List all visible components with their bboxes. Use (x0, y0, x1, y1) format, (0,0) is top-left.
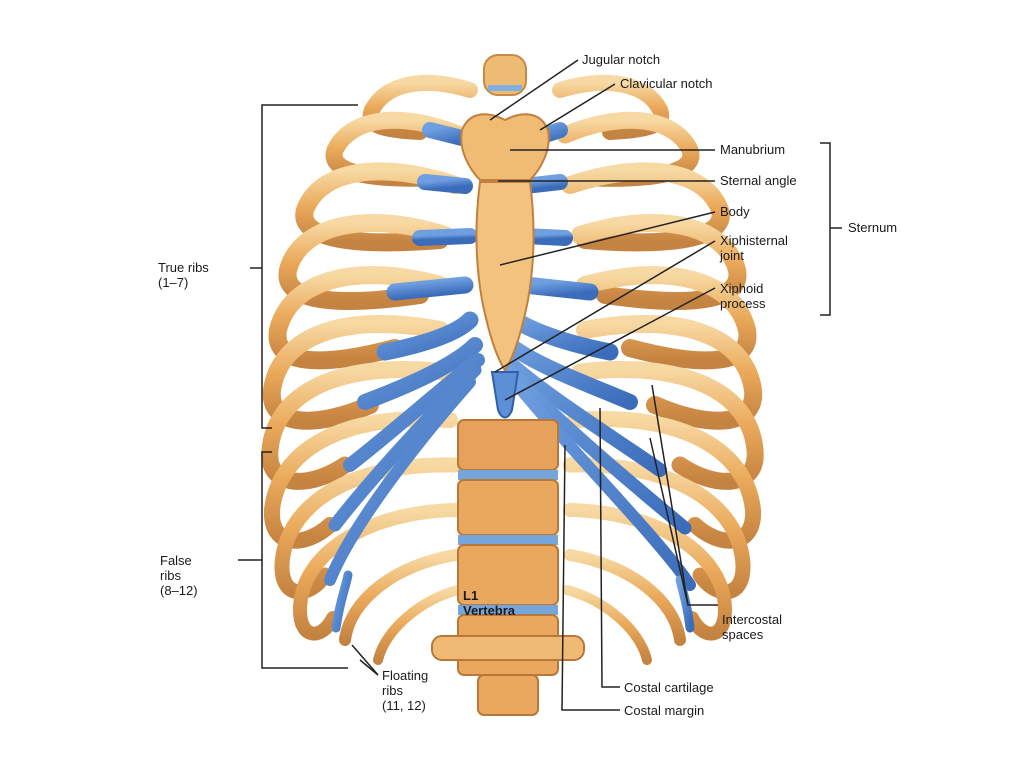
rib-8-right (567, 411, 762, 549)
cartilage-7-left (357, 337, 483, 410)
rib-5-left (268, 266, 449, 370)
rib-3-right (561, 162, 730, 252)
sternum (460, 113, 550, 419)
leader-xiphisternal-joint (494, 240, 716, 373)
leader-floating-ribs (351, 644, 379, 676)
ribs (261, 75, 764, 665)
leader-clavicular-notch (539, 83, 616, 131)
cartilage-5-right (516, 276, 599, 301)
rib-7-left (261, 361, 454, 490)
cartilage-11-left (331, 570, 353, 633)
rib-11-right (564, 549, 686, 646)
label-intercostal-spaces: Intercostal spaces (722, 612, 782, 642)
label-costal-margin: Costal margin (624, 703, 705, 718)
sternum-body (475, 181, 535, 372)
rib-5-right (576, 266, 757, 370)
leader-intercostal-2 (649, 437, 689, 606)
cartilage-11-right (675, 575, 695, 633)
true-ribs-bracket (261, 104, 358, 429)
cartilage-4-left (412, 228, 478, 246)
label-sternal-angle: Sternal angle (720, 173, 797, 188)
label-floating-ribs: Floating ribs (11, 12) (382, 668, 429, 713)
label-jugular-notch: Jugular notch (582, 52, 661, 67)
label-body: Body (720, 204, 750, 219)
rib-11-left (339, 549, 461, 646)
cartilage-7-right (502, 337, 638, 410)
label-xiphoid-process: Xiphoid process (720, 281, 766, 311)
xiphoid (490, 371, 520, 419)
manubrium (460, 113, 550, 181)
rib-6-right (576, 315, 763, 430)
rib-4-left (278, 213, 454, 310)
label-sternum: Sternum (848, 220, 898, 235)
rib-12-right (562, 585, 652, 665)
label-xiphisternal-joint: Xiphisternal joint (720, 233, 788, 263)
leader-costal-cartilage (599, 407, 620, 688)
label-false-ribs: False ribs (8–12) (160, 553, 198, 598)
rib-10-left (292, 503, 462, 641)
leader-lines (351, 59, 718, 711)
leader-jugular-notch (489, 59, 579, 121)
cartilage-5-left (386, 276, 474, 301)
label-l1-vertebra: L1 Vertebra (463, 588, 516, 618)
rib-3-left (295, 162, 464, 252)
sternum-bracket (820, 142, 831, 316)
vertebral-column (431, 54, 585, 716)
brackets (238, 104, 842, 669)
rib-8-left (263, 411, 458, 549)
leader-xiphoid-process (504, 287, 716, 401)
leader-body (499, 211, 716, 266)
costal-cartilages (324, 104, 696, 633)
cartilage-3-left (417, 174, 473, 194)
cartilage-10-left (324, 376, 476, 586)
rib-7-right (571, 361, 764, 490)
cartilage-10-right (509, 376, 696, 591)
leader-costal-margin (561, 444, 620, 711)
label-true-ribs: True ribs (1–7) (158, 260, 209, 290)
rib-4-right (571, 213, 747, 310)
rib-12-left (373, 585, 463, 665)
cartilage-8-right (500, 353, 667, 477)
cartilage-6-left (376, 311, 479, 361)
label-costal-cartilage: Costal cartilage (624, 680, 714, 695)
label-manubrium: Manubrium (720, 142, 786, 157)
label-clavicular-notch: Clavicular notch (620, 76, 713, 91)
cartilage-8-left (343, 353, 485, 472)
rib-6-left (262, 315, 449, 430)
